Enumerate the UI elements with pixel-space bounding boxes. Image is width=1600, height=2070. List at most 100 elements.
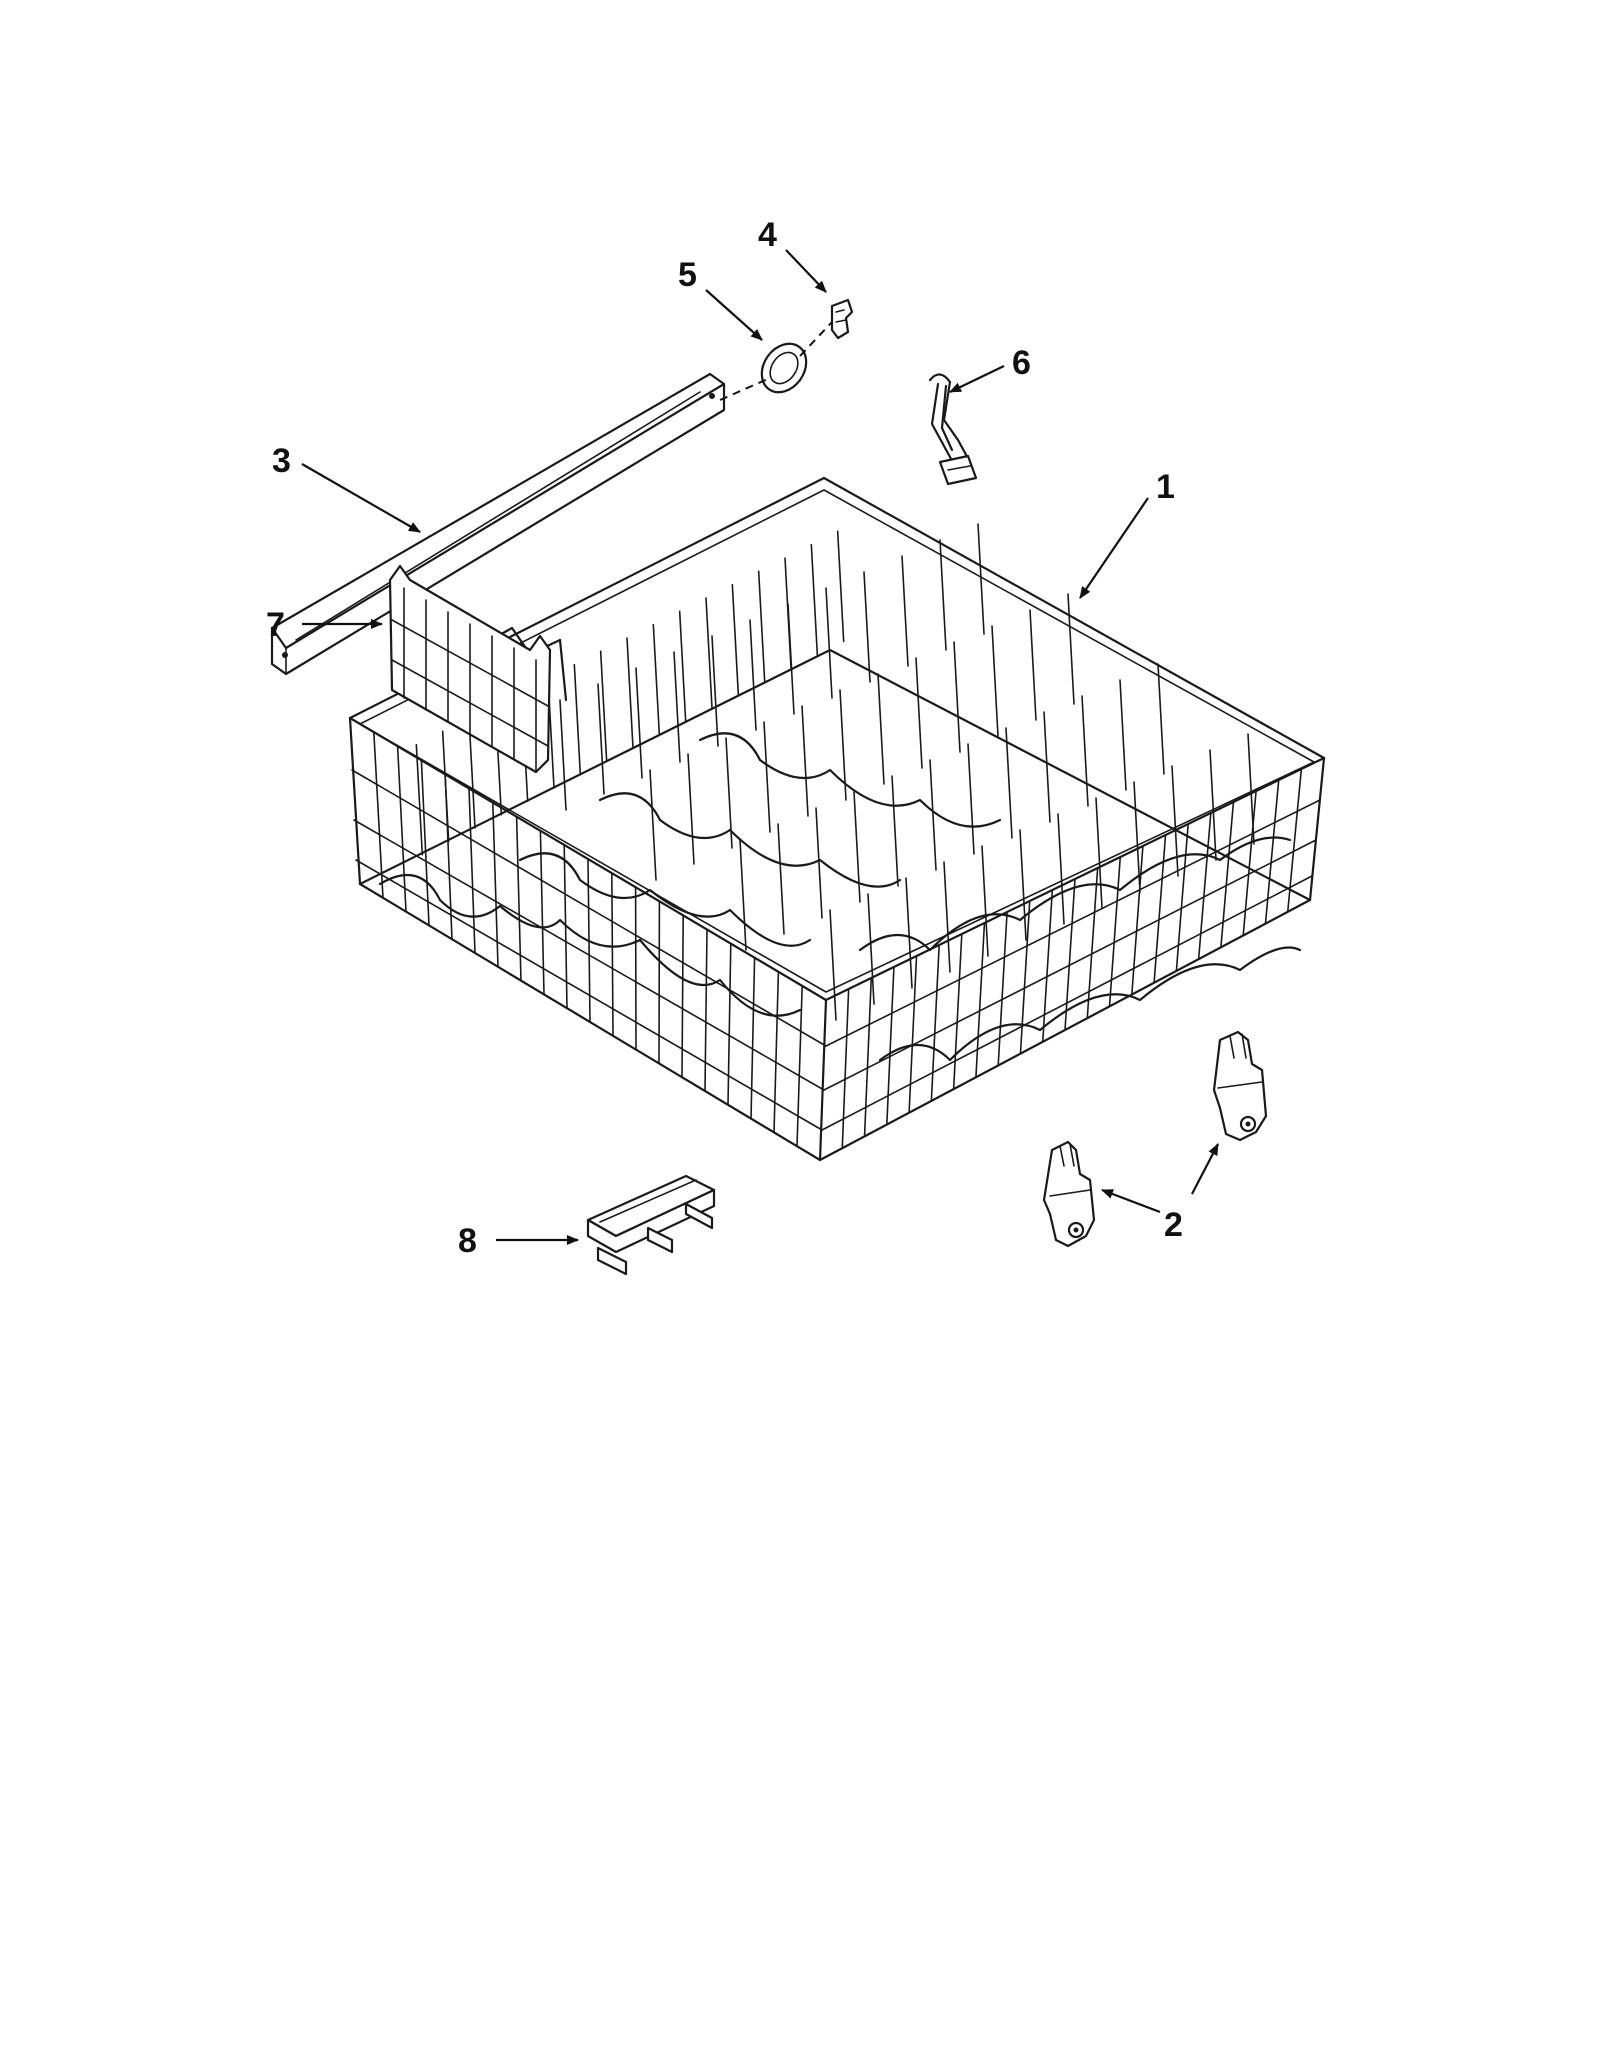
basket-wire: [886, 966, 895, 1126]
basket-wire: [491, 801, 499, 968]
part-5-wheel: [760, 342, 808, 394]
basket-wire: [991, 625, 999, 737]
basket-wire: [853, 791, 861, 903]
basket-wire: [915, 657, 923, 769]
part-4-clip: [830, 298, 854, 340]
basket-wire: [943, 861, 951, 973]
leader-4: [785, 249, 827, 293]
basket-wire: [652, 623, 661, 736]
basket-wire: [515, 815, 522, 982]
basket-wire: [750, 956, 756, 1120]
basket-wire: [420, 759, 430, 927]
basket-wire: [1171, 765, 1179, 877]
basket-wire: [810, 543, 819, 656]
basket-wire: [796, 985, 804, 1147]
part-3-rail: [270, 372, 726, 676]
callout-2: 2: [1164, 1206, 1183, 1244]
basket-wire: [372, 731, 384, 899]
basket-wire: [975, 922, 986, 1079]
basket-wire: [468, 787, 476, 954]
basket-wire: [705, 597, 713, 709]
basket-wire: [1081, 695, 1089, 807]
basket-wire: [1067, 593, 1075, 705]
basket-wire: [1133, 781, 1141, 893]
basket-wire: [649, 769, 657, 881]
basket-wire: [1242, 790, 1257, 937]
basket-wire: [908, 955, 918, 1114]
basket-wire: [681, 914, 685, 1078]
basket-wire: [610, 872, 614, 1037]
callout-5: 5: [678, 256, 697, 294]
basket-wire: [1005, 727, 1013, 839]
basket-wire: [673, 651, 681, 763]
basket-wire: [815, 807, 823, 919]
basket-wire: [1264, 779, 1280, 925]
basket-wire: [939, 539, 947, 651]
basket-wire: [967, 743, 975, 855]
basket-wire: [891, 775, 899, 887]
basket-wire: [877, 673, 885, 785]
basket-wire: [1057, 813, 1065, 925]
basket-wire: [930, 944, 940, 1102]
basket-wire: [704, 928, 708, 1092]
basket-wire: [1286, 768, 1303, 913]
basket-wire: [901, 555, 909, 667]
basket-wire: [953, 641, 961, 753]
basket-wire: [597, 683, 605, 795]
basket-wire: [573, 663, 582, 776]
basket-wire: [415, 743, 424, 856]
basket-wire: [839, 689, 847, 801]
basket-wire: [1019, 829, 1027, 941]
basket-wire: [787, 603, 795, 715]
basket-wire: [687, 753, 695, 865]
leader-6: [949, 365, 1005, 393]
part-2-roller-right: [1212, 1030, 1268, 1142]
basket-wire: [559, 699, 567, 811]
basket-wire: [1131, 845, 1144, 996]
basket-wire: [1019, 900, 1031, 1055]
basket-wire: [1197, 812, 1212, 960]
basket-wire: [1209, 749, 1217, 861]
basket-wire: [829, 909, 837, 1021]
callout-8: 8: [458, 1222, 477, 1260]
basket-wire: [863, 977, 873, 1138]
basket-wire: [599, 650, 608, 763]
basket-wire: [836, 530, 845, 643]
basket-wire: [468, 717, 476, 829]
basket-wire: [539, 829, 545, 996]
basket-wire: [1041, 889, 1054, 1043]
callout-6: 6: [1012, 344, 1031, 382]
callout-7: 7: [266, 606, 285, 644]
basket-wire: [1043, 711, 1051, 823]
basket-wire: [981, 845, 989, 957]
basket-wire: [749, 619, 757, 731]
basket-wire: [763, 721, 771, 833]
callout-3: 3: [272, 442, 291, 480]
basket-wire: [825, 587, 833, 699]
basket-wire: [1095, 797, 1103, 909]
basket-wire: [1064, 878, 1076, 1031]
callout-4: 4: [758, 216, 777, 254]
basket-wire: [773, 970, 780, 1134]
leader-2a: [1101, 1188, 1161, 1214]
part-7-tine-insert: [388, 564, 552, 774]
leader-3: [301, 463, 421, 533]
part-2-roller-left: [1042, 1140, 1096, 1248]
basket-wire: [929, 759, 937, 871]
basket-wire: [1119, 679, 1127, 791]
basket-wire: [841, 988, 850, 1149]
basket-wire: [1247, 733, 1255, 845]
part-1-basket: [348, 476, 1326, 1162]
basket-wire: [997, 911, 1008, 1067]
basket-wire: [731, 583, 740, 696]
basket-wire: [739, 839, 747, 951]
callout-1: 1: [1156, 468, 1175, 506]
basket-wire: [1029, 609, 1037, 721]
leader-1: [1079, 497, 1149, 599]
basket-wire: [1108, 856, 1122, 1008]
basket-wire: [635, 667, 643, 779]
basket-wire: [396, 745, 407, 913]
part-8-stopper: [586, 1174, 716, 1276]
basket-wire: [777, 823, 785, 935]
